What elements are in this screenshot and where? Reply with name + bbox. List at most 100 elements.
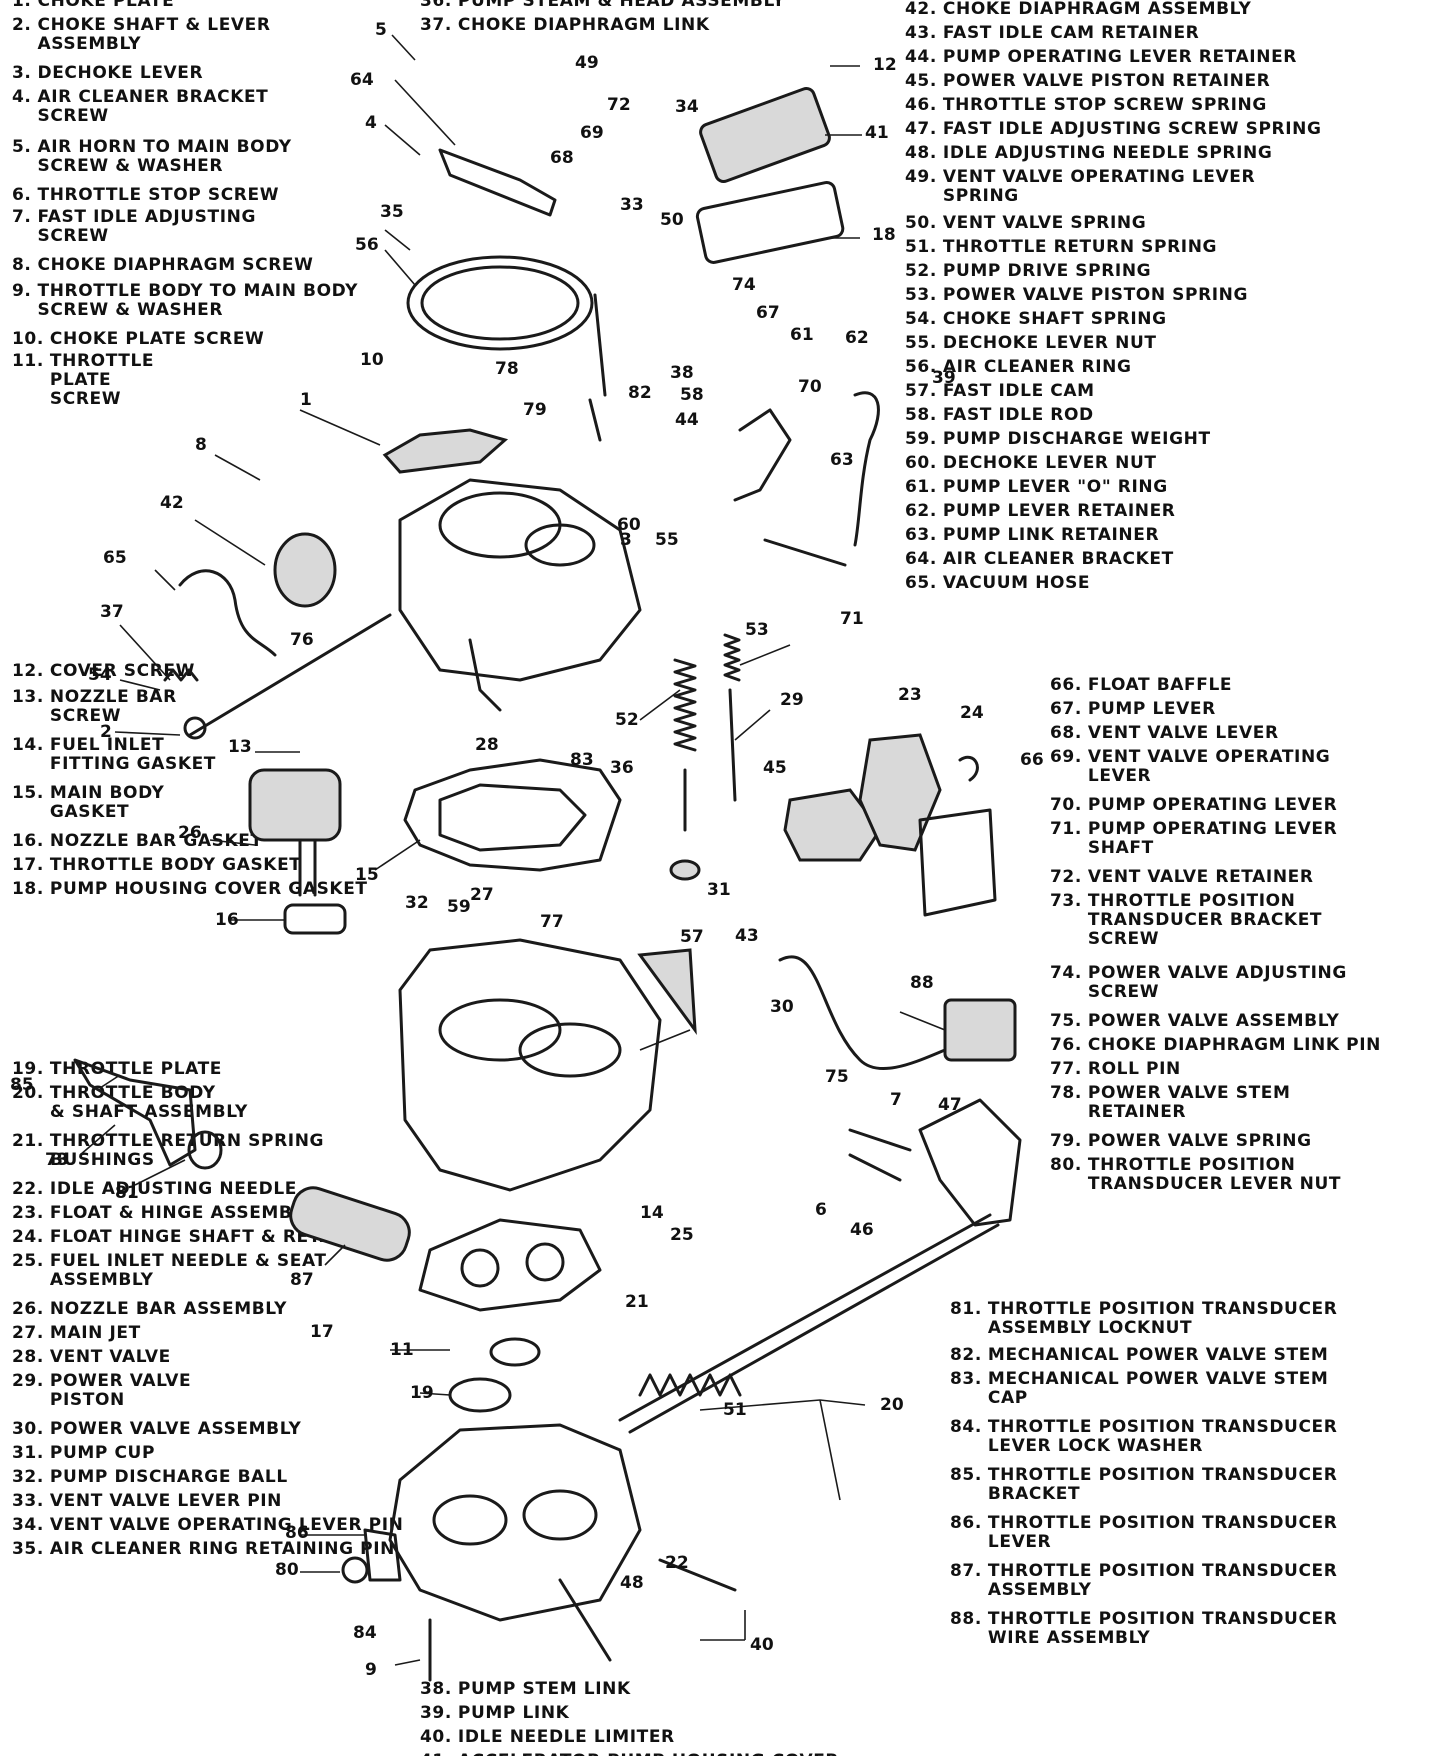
legend-label: PUMP LINK (457, 1703, 570, 1723)
callout-number: 29 (780, 690, 804, 710)
legend-item: 5.AIR HORN TO MAIN BODY SCREW & WASHER (12, 138, 292, 176)
callout-number: 53 (745, 620, 769, 640)
legend-label: PUMP DISCHARGE WEIGHT (942, 429, 1211, 449)
legend-label: POWER VALVE PISTON RETAINER (942, 71, 1271, 91)
legend-label: THROTTLE POSITION TRANSDUCER LEVER LOCK … (987, 1417, 1338, 1456)
legend-label: THROTTLE POSITION TRANSDUCER ASSEMBLY (987, 1561, 1338, 1600)
callout-number: 47 (938, 1095, 962, 1115)
legend-number: 60. (905, 453, 937, 473)
legend-number: 67. (1050, 699, 1082, 719)
callout-number: 26 (178, 823, 202, 843)
legend-item: 7.FAST IDLE ADJUSTING SCREW (12, 208, 256, 246)
legend-number: 48. (905, 143, 937, 163)
callout-number: 15 (355, 865, 379, 885)
callout-number: 84 (353, 1623, 377, 1643)
callout-number: 52 (615, 710, 639, 730)
callout-number: 64 (350, 70, 374, 90)
legend-item: 36.PUMP STEAM & HEAD ASSEMBLY (420, 0, 785, 11)
fast-idle-cam-illustration (637, 948, 697, 1036)
legend-item: 11.THROTTLE PLATE SCREW (12, 352, 154, 409)
legend-number: 18. (12, 879, 44, 899)
legend-number: 40. (420, 1727, 452, 1747)
callout-number: 42 (160, 493, 184, 513)
legend-label: FAST IDLE ROD (942, 405, 1094, 425)
legend-item: 67.PUMP LEVER (1050, 700, 1216, 719)
legend-item: 39.PUMP LINK (420, 1704, 569, 1723)
legend-item: 46.THROTTLE STOP SCREW SPRING (905, 96, 1267, 115)
legend-label: THROTTLE POSITION TRANSDUCER BRACKET (987, 1465, 1338, 1504)
callout-number: 62 (845, 328, 869, 348)
legend-item: 71.PUMP OPERATING LEVER SHAFT (1050, 820, 1337, 858)
legend-label: THROTTLE RETURN SPRING (942, 237, 1218, 257)
legend-number: 53. (905, 285, 937, 305)
legend-item: 83.MECHANICAL POWER VALVE STEM CAP (950, 1370, 1328, 1408)
throttle-plate-illustration (448, 1377, 512, 1413)
legend-item: 52.PUMP DRIVE SPRING (905, 262, 1151, 281)
callout-number: 70 (798, 377, 822, 397)
legend-label: FAST IDLE ADJUSTING SCREW (37, 207, 257, 246)
legend-label: PUMP LINK RETAINER (942, 525, 1160, 545)
legend-item: 8.CHOKE DIAPHRAGM SCREW (12, 256, 313, 275)
callout-number: 25 (670, 1225, 694, 1245)
legend-label: AIR CLEANER RING (942, 357, 1132, 377)
callout-number: 24 (960, 703, 984, 723)
legend-label: ACCELERATOR PUMP HOUSING COVER (458, 1752, 839, 1756)
legend-label: THROTTLE STOP SCREW SPRING (942, 95, 1267, 115)
legend-item: 32.PUMP DISCHARGE BALL (12, 1468, 288, 1487)
legend-label: FUEL INLET NEEDLE & SEAT ASSEMBLY (49, 1251, 327, 1290)
legend-number: 31. (12, 1443, 44, 1463)
legend-label: PUMP LEVER RETAINER (942, 501, 1176, 521)
legend-label: POWER VALVE ASSEMBLY (1087, 1011, 1340, 1031)
legend-label: CHOKE DIAPHRAGM SCREW (37, 255, 314, 275)
legend-label: POWER VALVE ADJUSTING SCREW (1087, 963, 1347, 1002)
legend-label: VENT VALVE OPERATING LEVER PIN (49, 1515, 404, 1535)
legend-item: 76.CHOKE DIAPHRAGM LINK PIN (1050, 1036, 1381, 1055)
legend-number: 57. (905, 381, 937, 401)
legend-item: 63.PUMP LINK RETAINER (905, 526, 1159, 545)
callout-number: 50 (660, 210, 684, 230)
legend-item: 9.THROTTLE BODY TO MAIN BODY SCREW & WAS… (12, 282, 358, 320)
legend-item: 59.PUMP DISCHARGE WEIGHT (905, 430, 1211, 449)
legend-number: 16. (12, 831, 44, 851)
callout-number: 39 (932, 368, 956, 388)
legend-item: 15.MAIN BODY GASKET (12, 784, 164, 822)
callout-number: 67 (756, 303, 780, 323)
legend-label: DECHOKE LEVER NUT (942, 453, 1157, 473)
legend-label: CHOKE DIAPHRAGM LINK PIN (1087, 1035, 1381, 1055)
legend-number: 88. (950, 1609, 982, 1629)
choke-diaphragm-illustration (273, 532, 337, 608)
legend-label: PUMP OPERATING LEVER (1087, 795, 1338, 815)
legend-number: 28. (12, 1347, 44, 1367)
main-body-gasket-illustration (403, 758, 622, 872)
legend-item: 72.VENT VALVE RETAINER (1050, 868, 1314, 887)
legend-item: 85.THROTTLE POSITION TRANSDUCER BRACKET (950, 1466, 1337, 1504)
callout-number: 35 (380, 202, 404, 222)
legend-number: 58. (905, 405, 937, 425)
callout-number: 31 (707, 880, 731, 900)
legend-label: POWER VALVE STEM RETAINER (1087, 1083, 1291, 1122)
legend-label: VENT VALVE LEVER PIN (49, 1491, 283, 1511)
throttle-body-gasket-illustration (418, 1218, 602, 1312)
legend-label: CHOKE PLATE (37, 0, 175, 11)
legend-number: 5. (12, 137, 32, 157)
legend-item: 43.FAST IDLE CAM RETAINER (905, 24, 1199, 43)
legend-item: 30.POWER VALVE ASSEMBLY (12, 1420, 301, 1439)
air-cleaner-ring-illustration (406, 255, 594, 351)
callout-number: 8 (195, 435, 207, 455)
callout-number: 36 (610, 758, 634, 778)
legend-label: DECHOKE LEVER NUT (942, 333, 1157, 353)
legend-item: 69.VENT VALVE OPERATING LEVER (1050, 748, 1330, 786)
legend-item: 22.IDLE ADJUSTING NEEDLE (12, 1180, 297, 1199)
legend-label: MECHANICAL POWER VALVE STEM CAP (987, 1369, 1329, 1408)
legend-label: VENT VALVE OPERATING LEVER (1087, 747, 1331, 786)
callout-number: 9 (365, 1660, 377, 1680)
legend-label: CHOKE SHAFT & LEVER ASSEMBLY (37, 15, 271, 54)
pump-drive-spring-illustration (673, 658, 697, 752)
legend-item: 14.FUEL INLET FITTING GASKET (12, 736, 216, 774)
legend-number: 52. (905, 261, 937, 281)
callout-number: 6 (815, 1200, 827, 1220)
callout-number: 80 (275, 1560, 299, 1580)
legend-number: 20. (12, 1083, 44, 1103)
